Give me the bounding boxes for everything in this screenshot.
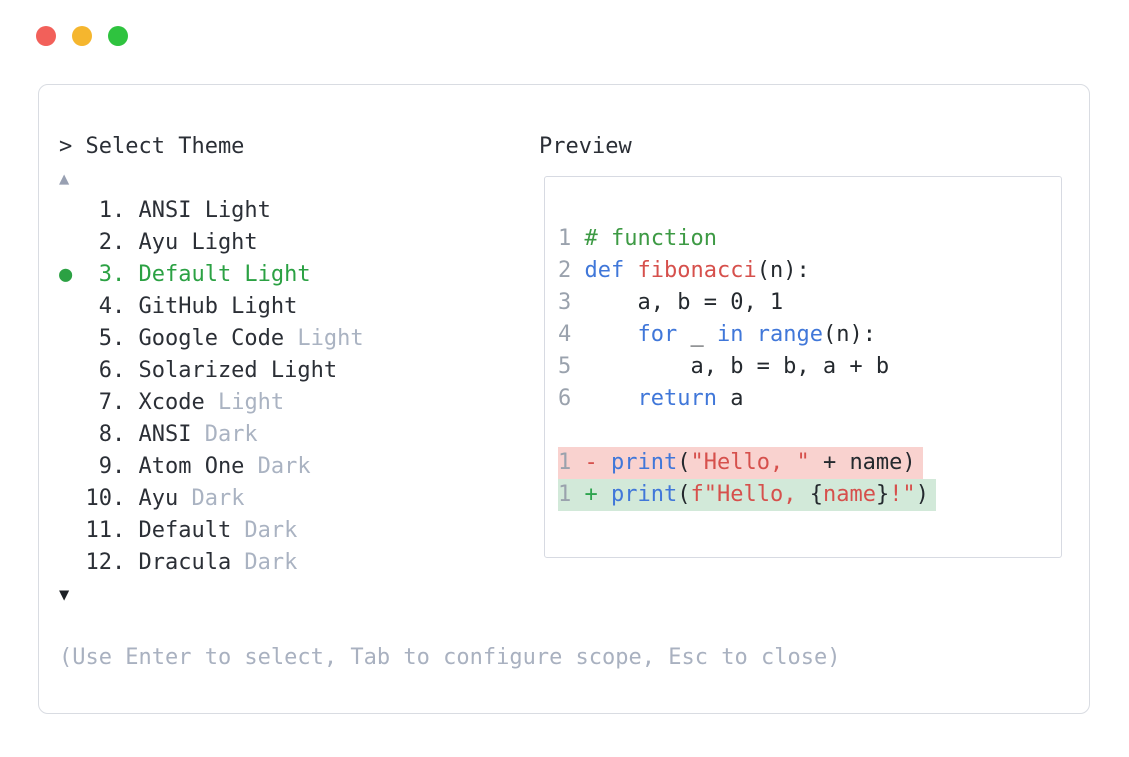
- theme-option-7[interactable]: 7. Xcode Light: [85, 390, 285, 415]
- theme-option-10[interactable]: 10. Ayu Dark: [85, 486, 245, 511]
- maximize-button[interactable]: [108, 26, 128, 46]
- theme-picker-panel: > Select Theme ▲ 1. ANSI Light 2. Ayu Li…: [38, 84, 1090, 714]
- theme-option-11[interactable]: 11. Default Dark: [85, 518, 298, 543]
- selected-marker-icon: ●: [59, 262, 73, 287]
- code-line: 2 def fibonacci(n):: [558, 258, 810, 283]
- diff-line-added: 1 + print(f"Hello, {name}!"): [558, 479, 1061, 511]
- code-preview-box: 1 # function 2 def fibonacci(n): 3 a, b = …: [544, 176, 1062, 558]
- theme-list: 1. ANSI Light 2. Ayu Light ● 3. Default …: [59, 195, 840, 579]
- code-line: 1 # function: [558, 226, 717, 251]
- scroll-up-icon[interactable]: ▲: [59, 169, 70, 189]
- theme-option-9[interactable]: 9. Atom One Dark: [85, 454, 311, 479]
- select-theme-prompt: > Select Theme: [59, 134, 245, 159]
- theme-option-5[interactable]: 5. Google Code Light: [85, 326, 364, 351]
- scroll-down-icon[interactable]: ▼: [59, 585, 70, 605]
- theme-option-4[interactable]: 4. GitHub Light: [85, 294, 298, 319]
- close-button[interactable]: [36, 26, 56, 46]
- keyboard-hint: (Use Enter to select, Tab to configure s…: [59, 645, 841, 670]
- theme-option-8[interactable]: 8. ANSI Dark: [85, 422, 258, 447]
- theme-selector-column: > Select Theme ▲ 1. ANSI Light 2. Ayu Li…: [59, 131, 840, 674]
- code-line: 5 a, b = b, a + b: [558, 354, 890, 379]
- code-line: 4 for _ in range(n):: [558, 322, 876, 347]
- minimize-button[interactable]: [72, 26, 92, 46]
- preview-title: Preview: [539, 134, 632, 159]
- theme-option-12[interactable]: 12. Dracula Dark: [85, 550, 298, 575]
- code-block: 1 # function 2 def fibonacci(n): 3 a, b = …: [558, 223, 1061, 511]
- diff-line-removed: 1 - print("Hello, " + name): [558, 447, 1061, 479]
- code-line: [558, 415, 1061, 447]
- code-line: 6 return a: [558, 386, 744, 411]
- theme-option-3-selected[interactable]: ● 3. Default Light: [59, 259, 840, 291]
- theme-option-6[interactable]: 6. Solarized Light: [85, 358, 338, 383]
- window-controls: [36, 26, 128, 46]
- code-line: 3 a, b = 0, 1: [558, 290, 784, 315]
- theme-option-2[interactable]: 2. Ayu Light: [85, 230, 258, 255]
- theme-option-1[interactable]: 1. ANSI Light: [85, 198, 271, 223]
